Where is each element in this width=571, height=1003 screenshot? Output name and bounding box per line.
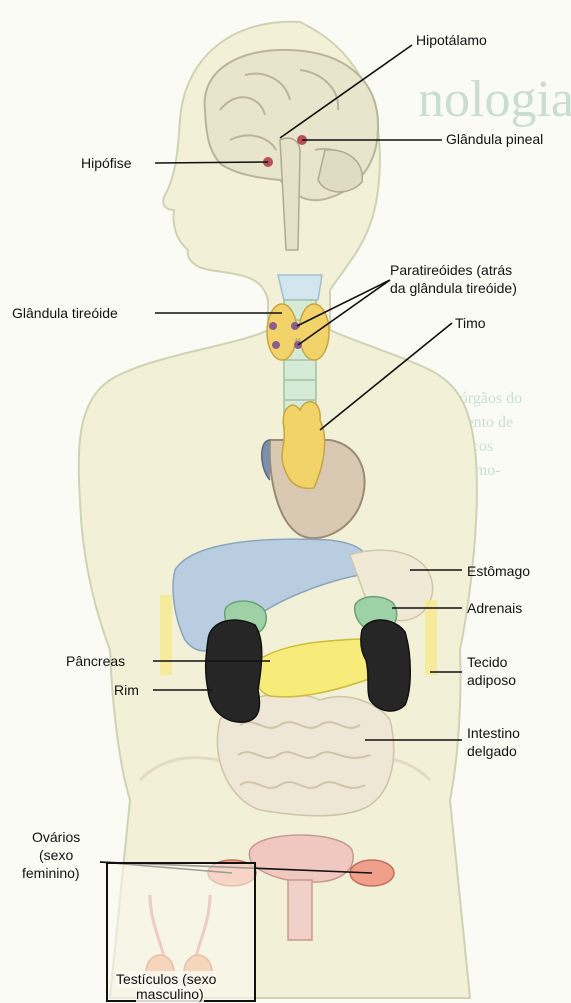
label-testiculos-2: masculino) <box>136 986 204 1003</box>
label-glandula-tireoide: Glândula tireóide <box>12 305 118 322</box>
parathyroid-gland <box>269 322 277 330</box>
thymus <box>282 402 325 489</box>
label-pancreas: Pâncreas <box>66 653 125 670</box>
label-tecido-adiposo-1: Tecido <box>467 654 507 671</box>
label-intestino-2: delgado <box>467 743 517 760</box>
label-ovarios-3: feminino) <box>22 865 80 882</box>
parathyroid-gland <box>272 341 280 349</box>
adipose-tissue <box>425 600 437 675</box>
label-hipotalamo: Hipotálamo <box>416 32 487 49</box>
kidney <box>206 620 262 722</box>
label-ovarios-1: Ovários <box>32 829 80 846</box>
label-estomago: Estômago <box>467 563 530 580</box>
label-ovarios-2: (sexo <box>39 847 73 864</box>
label-hipofise: Hipófise <box>81 155 132 172</box>
label-timo: Timo <box>455 315 486 332</box>
label-adrenais: Adrenais <box>467 600 522 617</box>
label-rim: Rim <box>114 682 139 699</box>
label-glandula-pineal: Glândula pineal <box>446 131 543 148</box>
label-intestino-1: Intestino <box>467 725 520 742</box>
label-paratireoides-2: da glândula tireóide) <box>390 280 517 297</box>
label-tecido-adiposo-2: adiposo <box>467 672 516 689</box>
label-paratireoides-1: Paratireóides (atrás <box>390 262 512 279</box>
adipose-tissue <box>160 595 172 675</box>
